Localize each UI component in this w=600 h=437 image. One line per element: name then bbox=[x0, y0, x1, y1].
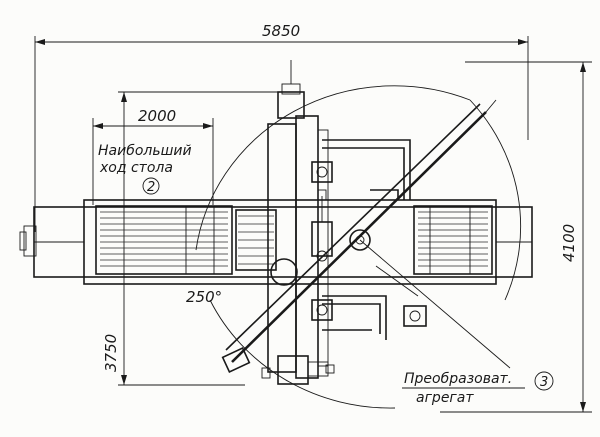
table-travel-label: Наибольший ход стола 2 bbox=[98, 143, 192, 195]
converter-leader bbox=[359, 239, 511, 369]
overall-height-value: 4100 bbox=[560, 224, 578, 262]
right-drum bbox=[413, 205, 493, 275]
rotating-arm bbox=[221, 99, 497, 373]
swing-angle-label: 250° bbox=[186, 288, 222, 306]
table-travel-value: 2000 bbox=[138, 107, 176, 125]
swing-arc bbox=[195, 85, 522, 409]
dimension-overall-length: 5850 bbox=[34, 22, 529, 232]
converter-label: Преобразоват. агрегат 3 bbox=[402, 371, 554, 406]
piping bbox=[311, 139, 427, 340]
dimension-table-offset: 3750 bbox=[102, 91, 290, 386]
table-offset-value: 3750 bbox=[102, 334, 120, 372]
dimension-table-travel: 2000 bbox=[92, 107, 214, 205]
converter-ref-number: 3 bbox=[540, 375, 548, 390]
table-travel-line-2: ход стола bbox=[99, 160, 173, 176]
left-drum bbox=[95, 205, 233, 275]
central-column bbox=[261, 60, 335, 385]
overall-length-value: 5850 bbox=[262, 22, 300, 40]
table-ref-number: 2 bbox=[147, 180, 155, 195]
machine-table bbox=[19, 199, 533, 285]
converter-line-2: агрегат bbox=[416, 390, 474, 406]
converter-line-1: Преобразоват. bbox=[404, 371, 512, 387]
dimension-overall-height: 4100 bbox=[440, 61, 592, 413]
table-travel-line-1: Наибольший bbox=[98, 143, 192, 159]
middle-drum bbox=[235, 209, 277, 271]
